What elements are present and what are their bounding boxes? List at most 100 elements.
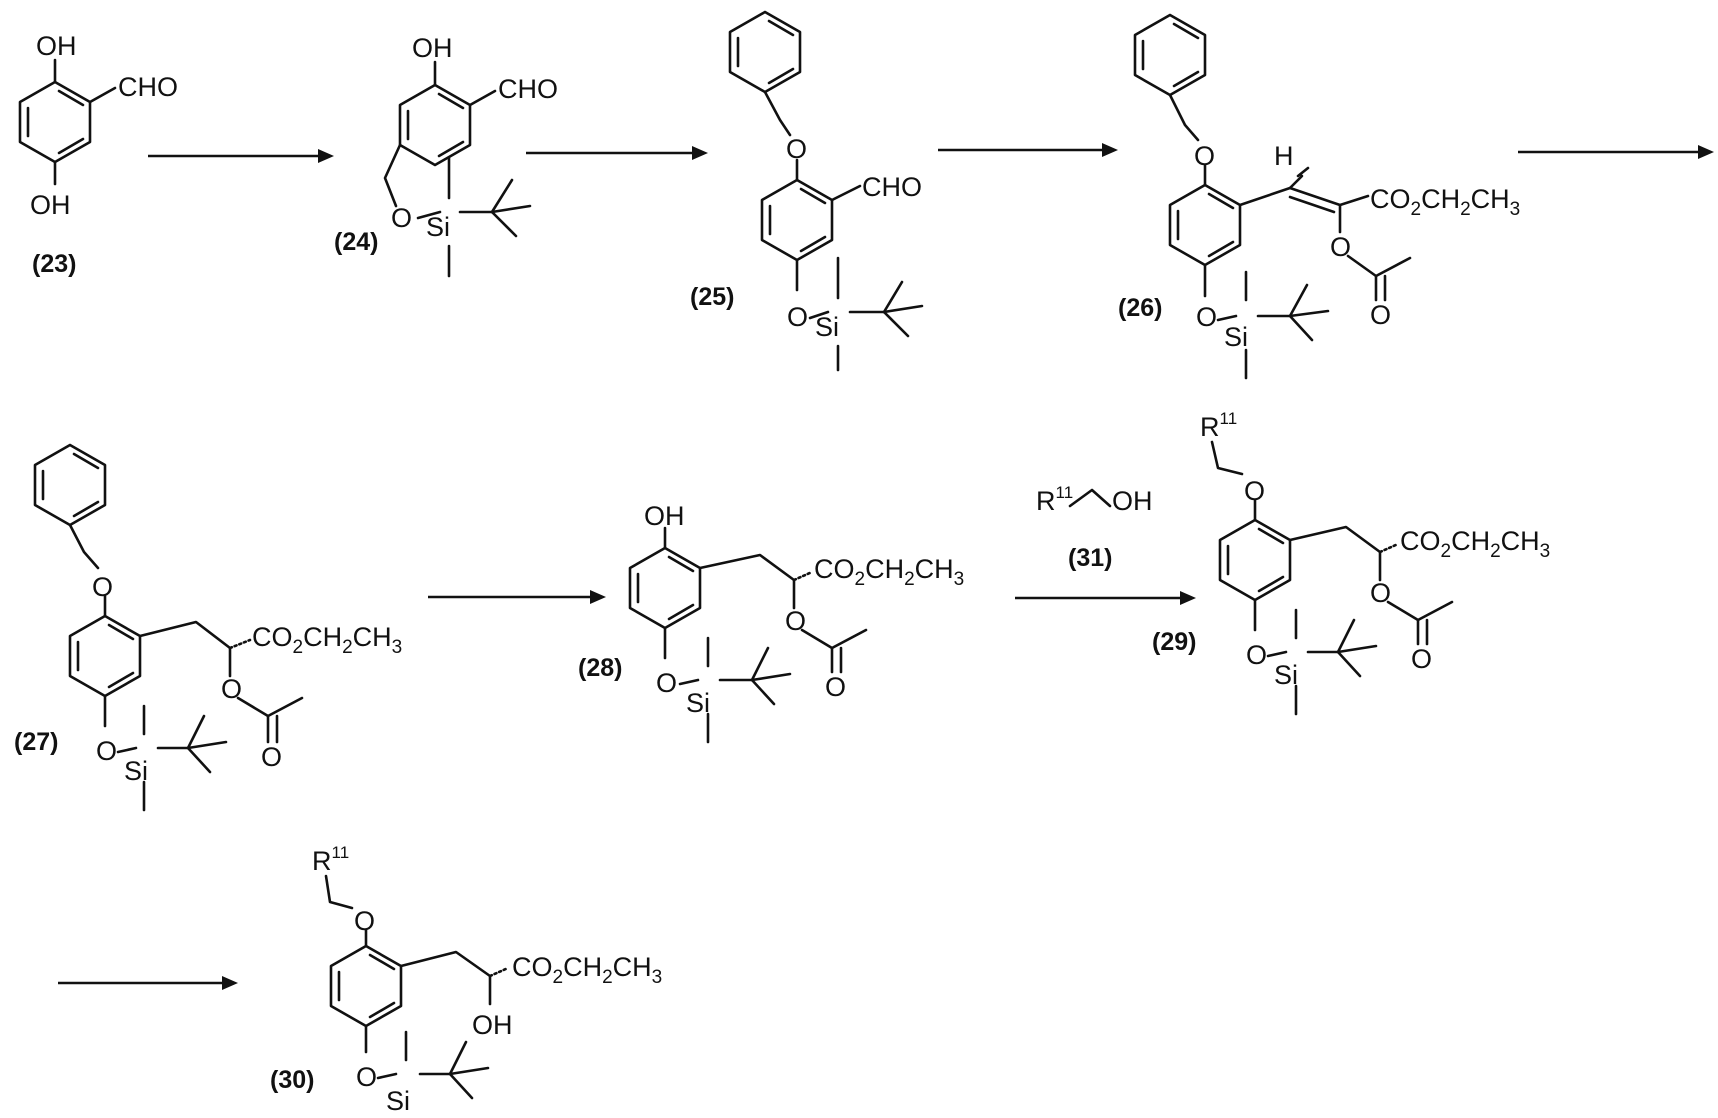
c26-si: Si [1224,322,1248,352]
c26-ester-ch: CH [1421,184,1460,214]
c30-r: R [312,846,332,876]
svg-text:CO2CH2CH3: CO2CH2CH3 [1370,184,1520,220]
c27-label: (27) [14,728,58,756]
c30-ester-ch: CH [563,952,602,982]
svg-text:CO2CH2CH3: CO2CH2CH3 [252,622,402,658]
reagent-31-oh: OH [1112,486,1153,516]
c28-o-carbonyl: O [825,672,846,702]
compound-28: OH CO2CH2CH3 O O O Si (28) [578,501,964,742]
svg-text:CO2CH2CH3: CO2CH2CH3 [814,554,964,590]
compound-30: R11 O CO2CH2CH3 OH O Si (30) [270,843,662,1116]
c28-o-acetyl: O [785,606,806,636]
c29-o-r: O [1244,476,1265,506]
compound-23: OH CHO OH (23) [20,31,178,278]
c29-o-acetyl: O [1370,578,1391,608]
c24-oh: OH [412,33,453,63]
c28-ester-h2: 2 [904,569,915,590]
c27-ester-2: 2 [293,637,304,658]
c25-cho: CHO [862,172,922,202]
compound-27: O CO2CH2CH3 O O O Si (27) [14,445,402,810]
c30-ester-co: CO [512,952,553,982]
c26-ester-h3: 3 [1510,199,1521,220]
c25-si: Si [815,312,839,342]
c26-ester-2: 2 [1411,199,1422,220]
c29-ester-h3: 3 [1540,541,1551,562]
c27-ester: CO2CH2CH3 [252,622,402,658]
c30-oh: OH [472,1010,513,1040]
c28-ester-2: 2 [855,569,866,590]
c26-h: H [1274,141,1294,171]
c23-label: (23) [32,250,76,278]
c28-si: Si [686,688,710,718]
svg-text:R11: R11 [312,843,349,876]
c23-oh-bottom: OH [30,190,71,220]
c30-o: O [356,1062,377,1092]
c26-ester-co: CO [1370,184,1411,214]
c28-ester: CO2CH2CH3 [814,554,964,590]
c30-si: Si [386,1086,410,1116]
c29-ester-co: CO [1400,526,1441,556]
c26-ester: CO2CH2CH3 [1370,184,1520,220]
c28-ester-ch3: CH [915,554,954,584]
c28-ester-ch: CH [865,554,904,584]
c30-ester-h3: 3 [652,967,663,988]
c27-si: Si [124,756,148,786]
c27-ester-ch3: CH [353,622,392,652]
c30-ester: CO2CH2CH3 [512,952,662,988]
compound-29: R11 O CO2CH2CH3 O O O Si (29) [1152,409,1550,714]
c27-o-acetyl: O [221,674,242,704]
c27-o-bn: O [92,572,113,602]
reagent-31-label: (31) [1068,544,1112,572]
c26-o: O [1196,302,1217,332]
c29-ester: CO2CH2CH3 [1400,526,1550,562]
svg-text:R11: R11 [1036,483,1073,516]
compound-24: OH CHO O Si (24) [334,33,558,276]
c26-ester-h2: 2 [1460,199,1471,220]
c24-label: (24) [334,228,378,256]
c28-label: (28) [578,654,622,682]
reagent-31-r: R [1036,486,1056,516]
c27-o-carbonyl: O [261,742,282,772]
c28-oh: OH [644,501,685,531]
svg-text:CO2CH2CH3: CO2CH2CH3 [512,952,662,988]
c24-o: O [391,203,412,233]
c26-o-bn: O [1194,141,1215,171]
c29-ester-2: 2 [1441,541,1452,562]
c27-ester-h3: 3 [392,637,403,658]
reaction-arrow-1 [148,149,334,163]
compound-26: H O CO2CH2CH3 O O O Si (26) [1118,15,1520,378]
c30-ester-h2: 2 [602,967,613,988]
reagent-31: R11 OH (31) [1036,483,1153,572]
c29-ester-ch3: CH [1501,526,1540,556]
c29-ester-h2: 2 [1490,541,1501,562]
c28-o: O [656,668,677,698]
reaction-arrow-7 [58,976,238,990]
c29-si: Si [1274,660,1298,690]
c27-ester-co: CO [252,622,293,652]
c28-ester-co: CO [814,554,855,584]
reaction-arrow-4 [1518,145,1714,159]
c25-o: O [787,302,808,332]
c30-ester-ch3: CH [613,952,652,982]
c27-ester-h2: 2 [342,637,353,658]
c23-oh-top: OH [36,31,77,61]
c23-cho: CHO [118,72,178,102]
c24-si: Si [426,212,450,242]
c26-ester-ch3: CH [1471,184,1510,214]
c30-r-sup: 11 [332,843,350,862]
svg-text:R11: R11 [1200,409,1237,442]
c30-label: (30) [270,1066,314,1094]
c26-o-acetyl: O [1330,232,1351,262]
c29-ester-ch: CH [1451,526,1490,556]
reaction-arrow-5 [428,590,606,604]
c27-ester-ch: CH [303,622,342,652]
c24-cho: CHO [498,74,558,104]
c25-label: (25) [690,283,734,311]
svg-text:CO2CH2CH3: CO2CH2CH3 [1400,526,1550,562]
c29-r: R [1200,412,1220,442]
c28-ester-h3: 3 [954,569,965,590]
c26-o-carbonyl: O [1370,300,1391,330]
reaction-arrow-2 [526,146,708,160]
reaction-arrow-3 [938,143,1118,157]
